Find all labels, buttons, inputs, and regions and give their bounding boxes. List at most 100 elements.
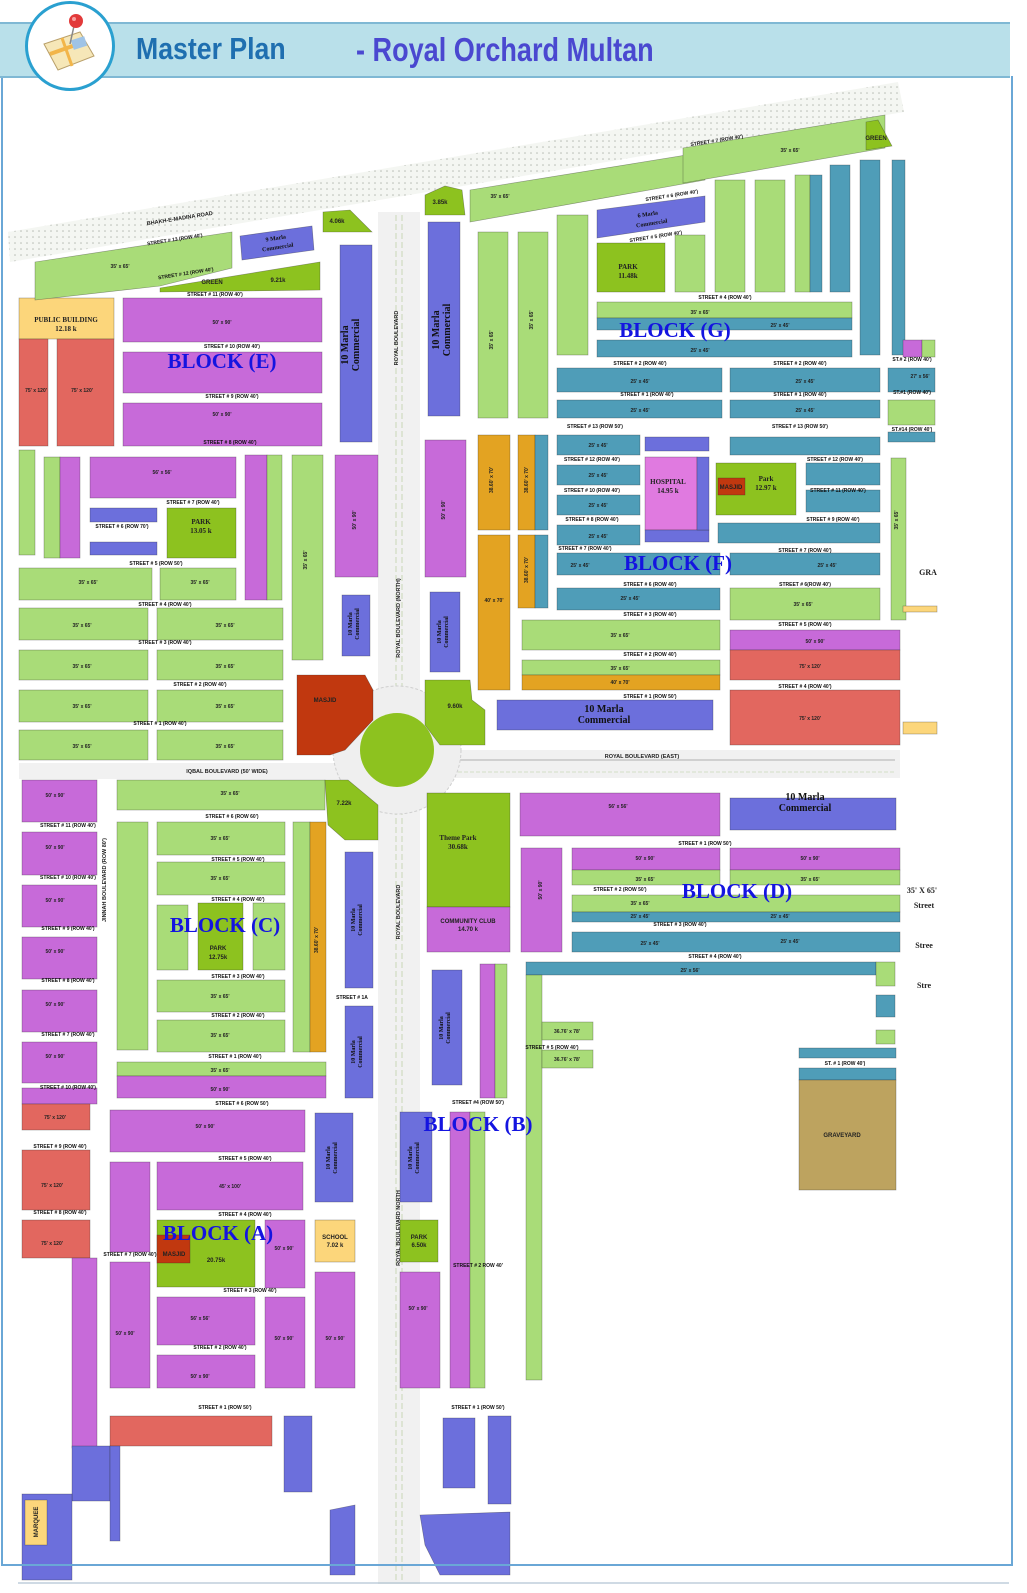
plot-size-label: 35' x 65' xyxy=(210,876,229,882)
street-label: STREET # 10 (ROW 40') xyxy=(204,344,260,350)
plot-row xyxy=(805,489,881,513)
plot-row xyxy=(556,434,641,456)
plot-row xyxy=(521,619,721,651)
masjid-f xyxy=(717,477,746,496)
block-label-d: BLOCK (D) xyxy=(682,879,792,903)
facility-label-theme-park-area: 30.68k xyxy=(448,843,468,851)
plot-size-label: 50' x 90' xyxy=(45,1002,64,1008)
facility-label-park-b-area: 6.50k xyxy=(411,1243,427,1249)
plot-row xyxy=(156,649,284,681)
public-building xyxy=(18,297,115,340)
facility-label-community-club: COMMUNITY CLUB xyxy=(440,919,496,925)
plot-row xyxy=(891,159,906,356)
plot-row xyxy=(18,338,49,447)
facility-label-marquee: MARQUEE xyxy=(34,1507,40,1538)
facility-label-park-f: Park xyxy=(759,475,774,483)
edge-label: Stre xyxy=(917,981,932,990)
street-label: STREET # 2 (ROW 40') xyxy=(211,1013,264,1019)
plot-size-label: 50' x 90' xyxy=(441,500,447,519)
commercial-block xyxy=(644,529,710,543)
theme-park xyxy=(426,792,511,908)
nine-marla-commercial xyxy=(239,225,315,261)
plot-row xyxy=(729,552,881,576)
street-label: STREET # 5 (ROW 40') xyxy=(218,1156,271,1162)
facility-label-green-406: 4.06k xyxy=(329,219,345,225)
green-corner xyxy=(865,119,893,151)
facility-label-green-385: 3.85k xyxy=(432,200,448,206)
plot-size-label: 50' x 90' xyxy=(538,880,544,899)
commercial-label: Commercial xyxy=(262,243,294,254)
street-label: STREET # 13 (ROW 50') xyxy=(567,424,623,430)
street-label: STREET # 4 (ROW 40') xyxy=(688,954,741,960)
street-label: STREET # 4 (ROW 40') xyxy=(218,1212,271,1218)
plot-size-label: 35' x 65' xyxy=(630,901,649,907)
street-label: STREET # 1 (ROW 50') xyxy=(198,1405,251,1411)
street-label: STREET # 2 (ROW 50') xyxy=(593,887,646,893)
plot-size-label: 25' x 56' xyxy=(680,968,699,974)
plot-row xyxy=(116,779,326,811)
facility-label-green-corner: GREEN xyxy=(865,136,886,142)
plot-size-label: 50' x 90' xyxy=(212,412,231,418)
plot-size-label: 25' x 45' xyxy=(640,941,659,947)
plot-row xyxy=(556,552,721,576)
plot-size-label: 35' x 65' xyxy=(72,704,91,710)
plot-size-label: 35' x 65' xyxy=(780,148,799,154)
school xyxy=(314,1219,356,1263)
facility-label-public-building-area: 12.18 k xyxy=(55,325,77,333)
plot-row xyxy=(556,494,641,516)
plot-row xyxy=(264,1296,306,1389)
plot-row xyxy=(571,911,901,923)
plot-row xyxy=(887,367,936,393)
street-label: ST.#1 (ROW 40') xyxy=(893,390,931,396)
plot-size-label: 36.76' x 78' xyxy=(554,1057,580,1063)
plot-row xyxy=(887,431,936,443)
commercial-block xyxy=(429,591,461,673)
commercial-label: 9 Marla xyxy=(265,234,286,243)
plot-row xyxy=(798,1047,897,1059)
facility-label-park-g: PARK xyxy=(618,263,638,271)
commercial-label: Commercial xyxy=(358,904,364,936)
plot-size-label: 50' x 90' xyxy=(45,1054,64,1060)
street-label: STREET # 1 (ROW 50') xyxy=(623,694,676,700)
green-9-21k xyxy=(159,261,321,293)
street-label: STREET # 8 (ROW 40') xyxy=(203,440,256,446)
plot-row xyxy=(59,456,81,559)
plot-row xyxy=(252,902,286,971)
plot-size-label: 50' x 90' xyxy=(274,1336,293,1342)
plot-size-label: 50' x 90' xyxy=(195,1124,214,1130)
plot-size-label: 25' x 45' xyxy=(630,379,649,385)
commercial-label: 10 Marla xyxy=(351,908,357,932)
commercial-block xyxy=(696,456,710,531)
plot-size-label: 35' x 65' xyxy=(489,330,495,349)
masjid-main xyxy=(296,674,374,756)
plot-size-label: 35' x 65' xyxy=(800,877,819,883)
commercial-block xyxy=(399,1111,433,1203)
plot-row xyxy=(902,605,938,613)
commercial-label: 10 Marla xyxy=(340,325,351,364)
plot-row xyxy=(729,869,901,886)
plot-size-label: 25' x 45' xyxy=(690,348,709,354)
commercial-block xyxy=(442,1417,476,1489)
street-label: STREET # 3 (ROW 40') xyxy=(623,612,676,618)
plot-size-label: 25' x 45' xyxy=(588,443,607,449)
plot-size-label: 35' x 65' xyxy=(215,704,234,710)
road-label: JINNAH BOULEVARD (ROW 80') xyxy=(102,838,108,922)
road-label: ROYAL BOULEVARD NORTH xyxy=(396,1190,402,1266)
street-label: STREET # 1 (ROW 50') xyxy=(678,841,731,847)
commercial-label: Commercial xyxy=(351,318,362,371)
plot-size-label: 35' x 65' xyxy=(72,664,91,670)
plot-size-label: 75' x 120' xyxy=(44,1115,66,1121)
plot-row xyxy=(156,904,189,971)
commercial-label: Commercial xyxy=(779,803,832,814)
plot-row xyxy=(18,649,149,681)
plot-size-label: 35' x 65' xyxy=(610,633,629,639)
street-label: STREET # 5 (ROW 40') xyxy=(211,857,264,863)
road-label: ROYAL BOULEVARD xyxy=(394,311,400,366)
plot-row xyxy=(21,989,98,1033)
plot-size-label: 50' x 90' xyxy=(800,856,819,862)
plot-size-label: 75' x 120' xyxy=(71,388,93,394)
street-label: STREET # 2 (ROW 40') xyxy=(623,652,676,658)
commercial-label: Commercial xyxy=(442,303,453,356)
plot-size-label: 50' x 90' xyxy=(635,856,654,862)
